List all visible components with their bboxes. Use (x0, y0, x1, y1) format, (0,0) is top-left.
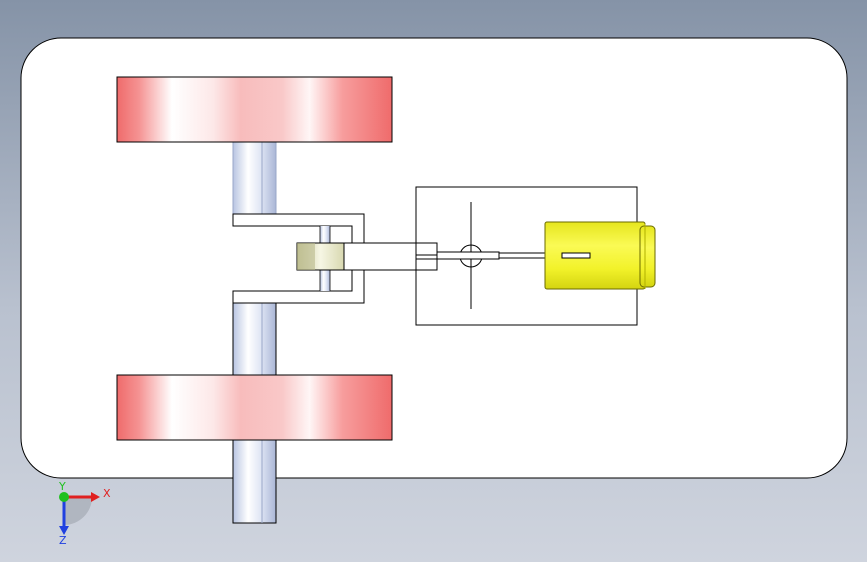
linkage-end[interactable] (415, 242, 438, 256)
axle-upper[interactable] (233, 142, 276, 216)
wheel-bottom[interactable] (116, 374, 393, 441)
pin-shadow (297, 243, 315, 270)
y-axis-label: Y (58, 480, 66, 493)
x-axis-label: X (103, 487, 111, 500)
coordinate-triad-icon: X Y Z (58, 480, 111, 547)
z-axis-label: Z (59, 534, 67, 547)
linkage-end-lower[interactable] (415, 258, 438, 271)
wheel-top[interactable] (116, 76, 393, 143)
servo-arm[interactable] (436, 251, 500, 260)
y-axis-dot (59, 492, 69, 502)
base-plate[interactable] (20, 37, 848, 479)
linkage-block[interactable] (343, 242, 417, 271)
motor[interactable] (544, 221, 656, 290)
